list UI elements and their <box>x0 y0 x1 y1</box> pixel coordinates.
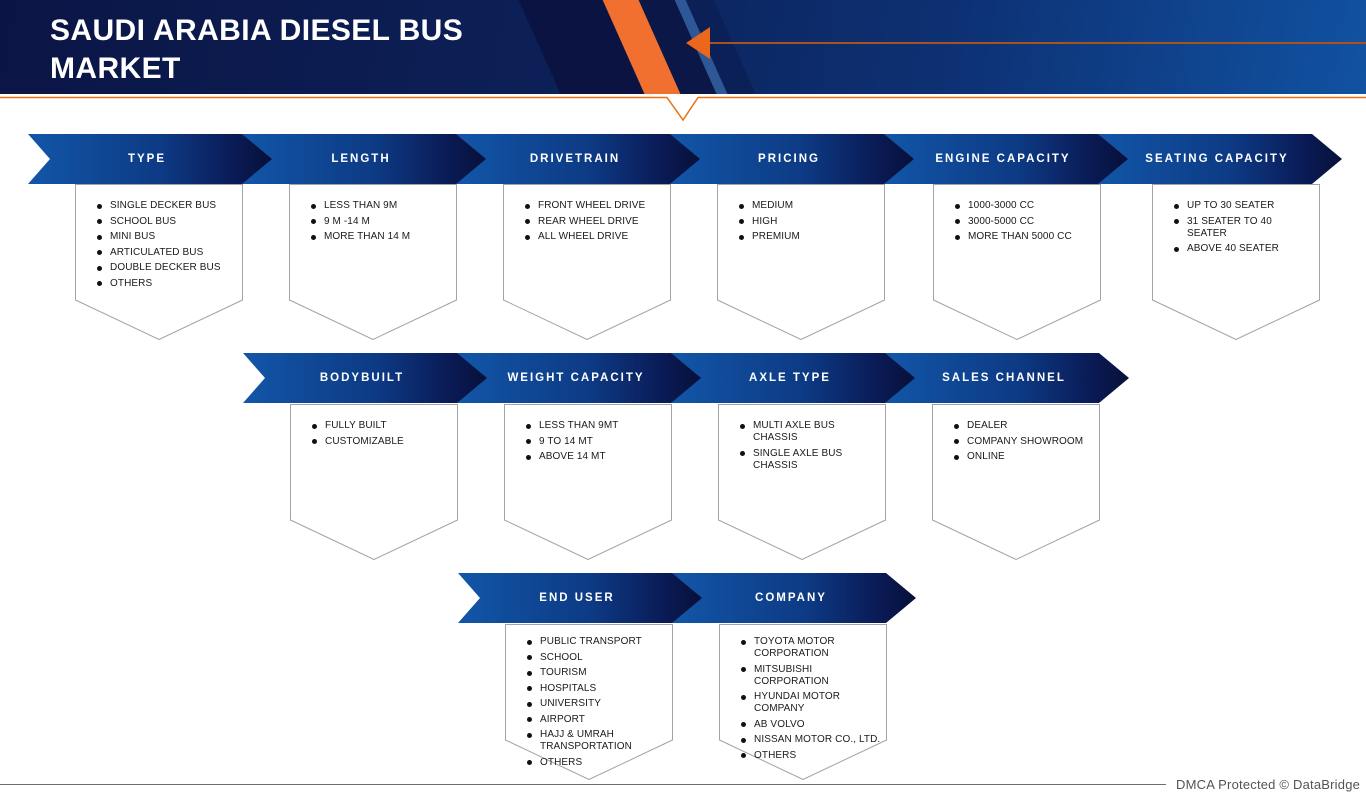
list-item: MINI BUS <box>97 231 237 243</box>
panel-weight-capacity: LESS THAN 9MT 9 TO 14 MT ABOVE 14 MT <box>504 404 672 560</box>
segment-axle-type: AXLE TYPE <box>671 353 915 403</box>
segment-seating-capacity: SEATING CAPACITY <box>1098 134 1342 184</box>
segment-sales-channel: SALES CHANNEL <box>885 353 1129 403</box>
panel-type: SINGLE DECKER BUS SCHOOL BUS MINI BUS ARTIC… <box>75 184 243 340</box>
segment-drivetrain: DRIVETRAIN <box>456 134 700 184</box>
panel-pricing: MEDIUM HIGH PREMIUM <box>717 184 885 340</box>
segment-bodybuilt: BODYBUILT <box>243 353 487 403</box>
end-user-list: PUBLIC TRANSPORT SCHOOL TOURISM HOSPITALS UN… <box>505 624 671 772</box>
list-item: DOUBLE DECKER BUS <box>97 262 237 274</box>
weight-capacity-list: LESS THAN 9MT 9 TO 14 MT ABOVE 14 MT <box>504 404 670 467</box>
list-item: MORE THAN 5000 CC <box>955 231 1095 243</box>
list-item: ONLINE <box>954 451 1094 463</box>
drivetrain-list: FRONT WHEEL DRIVE REAR WHEEL DRIVE ALL WHE… <box>503 184 669 247</box>
segment-pricing: PRICING <box>670 134 914 184</box>
list-item: 9 M -14 M <box>311 216 451 228</box>
panel-bodybuilt: FULLY BUILT CUSTOMIZABLE <box>290 404 458 560</box>
panel-outline <box>75 184 243 340</box>
list-item: OTHERS <box>97 278 237 290</box>
list-item: SINGLE AXLE BUS CHASSIS <box>740 448 880 472</box>
seating-capacity-list: UP TO 30 SEATER 31 SEATER TO 40 SEATER ABO… <box>1152 184 1318 259</box>
list-item: ALL WHEEL DRIVE <box>525 231 665 243</box>
panel-length: LESS THAN 9M 9 M -14 M MORE THAN 14 M <box>289 184 457 340</box>
panel-outline <box>290 404 458 560</box>
panel-engine-capacity: 1000-3000 CC 3000-5000 CC MORE THAN 5000 C… <box>933 184 1101 340</box>
list-item: ABOVE 40 SEATER <box>1174 243 1314 255</box>
panel-sales-channel: DEALER COMPANY SHOWROOM ONLINE <box>932 404 1100 560</box>
list-item: OTHERS <box>527 757 667 769</box>
list-item: MORE THAN 14 M <box>311 231 451 243</box>
list-item: TOYOTA MOTOR CORPORATION <box>741 636 881 660</box>
list-item: AIRPORT <box>527 714 667 726</box>
sales-channel-list: DEALER COMPANY SHOWROOM ONLINE <box>932 404 1098 467</box>
list-item: REAR WHEEL DRIVE <box>525 216 665 228</box>
panel-end-user: PUBLIC TRANSPORT SCHOOL TOURISM HOSPITALS UN… <box>505 624 673 780</box>
list-item: ABOVE 14 MT <box>526 451 666 463</box>
segment-type: TYPE <box>28 134 272 184</box>
list-item: HIGH <box>739 216 879 228</box>
engine-capacity-list: 1000-3000 CC 3000-5000 CC MORE THAN 5000 C… <box>933 184 1099 247</box>
down-chevron-notch-icon <box>0 96 1366 122</box>
panel-outline <box>719 624 887 780</box>
panel-outline <box>932 404 1100 560</box>
panel-outline <box>503 184 671 340</box>
type-list: SINGLE DECKER BUS SCHOOL BUS MINI BUS ARTIC… <box>75 184 241 293</box>
list-item: UP TO 30 SEATER <box>1174 200 1314 212</box>
left-arrow-line <box>708 42 1366 44</box>
list-item: FRONT WHEEL DRIVE <box>525 200 665 212</box>
list-item: HYUNDAI MOTOR COMPANY <box>741 691 881 715</box>
panel-outline <box>933 184 1101 340</box>
panel-company: TOYOTA MOTOR CORPORATION MITSUBISHI CORPO… <box>719 624 887 780</box>
list-item: PREMIUM <box>739 231 879 243</box>
segment-company: COMPANY <box>672 573 916 623</box>
list-item: SCHOOL <box>527 652 667 664</box>
list-item: CUSTOMIZABLE <box>312 436 452 448</box>
dmca-notice: DMCA Protected © DataBridge <box>1176 777 1361 792</box>
list-item: MULTI AXLE BUS CHASSIS <box>740 420 880 444</box>
list-item: DEALER <box>954 420 1094 432</box>
list-item: LESS THAN 9M <box>311 200 451 212</box>
panel-outline <box>504 404 672 560</box>
length-list: LESS THAN 9M 9 M -14 M MORE THAN 14 M <box>289 184 455 247</box>
panel-outline <box>1152 184 1320 340</box>
list-item: UNIVERSITY <box>527 698 667 710</box>
panel-drivetrain: FRONT WHEEL DRIVE REAR WHEEL DRIVE ALL WHE… <box>503 184 671 340</box>
page-title: SAUDI ARABIA DIESEL BUS MARKET <box>50 14 464 85</box>
list-item: HOSPITALS <box>527 683 667 695</box>
list-item: MEDIUM <box>739 200 879 212</box>
panel-seating-capacity: UP TO 30 SEATER 31 SEATER TO 40 SEATER ABO… <box>1152 184 1320 340</box>
footer-divider <box>0 784 1166 785</box>
list-item: 31 SEATER TO 40 SEATER <box>1174 216 1314 240</box>
panel-outline <box>718 404 886 560</box>
segment-weight-capacity: WEIGHT CAPACITY <box>457 353 701 403</box>
list-item: PUBLIC TRANSPORT <box>527 636 667 648</box>
list-item: 1000-3000 CC <box>955 200 1095 212</box>
list-item: LESS THAN 9MT <box>526 420 666 432</box>
header-banner: SAUDI ARABIA DIESEL BUS MARKET <box>0 0 1366 94</box>
list-item: TOURISM <box>527 667 667 679</box>
list-item: 3000-5000 CC <box>955 216 1095 228</box>
bodybuilt-list: FULLY BUILT CUSTOMIZABLE <box>290 404 456 451</box>
company-list: TOYOTA MOTOR CORPORATION MITSUBISHI CORPO… <box>719 624 885 765</box>
panel-outline <box>717 184 885 340</box>
list-item: AB VOLVO <box>741 719 881 731</box>
segment-end-user: END USER <box>458 573 702 623</box>
list-item: OTHERS <box>741 750 881 762</box>
panel-outline <box>289 184 457 340</box>
list-item: ARTICULATED BUS <box>97 247 237 259</box>
segment-engine-capacity: ENGINE CAPACITY <box>884 134 1128 184</box>
panel-axle-type: MULTI AXLE BUS CHASSIS SINGLE AXLE BUS CH… <box>718 404 886 560</box>
list-item: SCHOOL BUS <box>97 216 237 228</box>
list-item: MITSUBISHI CORPORATION <box>741 664 881 688</box>
list-item: COMPANY SHOWROOM <box>954 436 1094 448</box>
list-item: NISSAN MOTOR CO., LTD. <box>741 734 881 746</box>
list-item: 9 TO 14 MT <box>526 436 666 448</box>
segment-length: LENGTH <box>242 134 486 184</box>
pricing-list: MEDIUM HIGH PREMIUM <box>717 184 883 247</box>
list-item: FULLY BUILT <box>312 420 452 432</box>
panel-outline <box>505 624 673 780</box>
list-item: HAJJ & UMRAH TRANSPORTATION <box>527 729 667 753</box>
axle-type-list: MULTI AXLE BUS CHASSIS SINGLE AXLE BUS CH… <box>718 404 884 475</box>
list-item: SINGLE DECKER BUS <box>97 200 237 212</box>
